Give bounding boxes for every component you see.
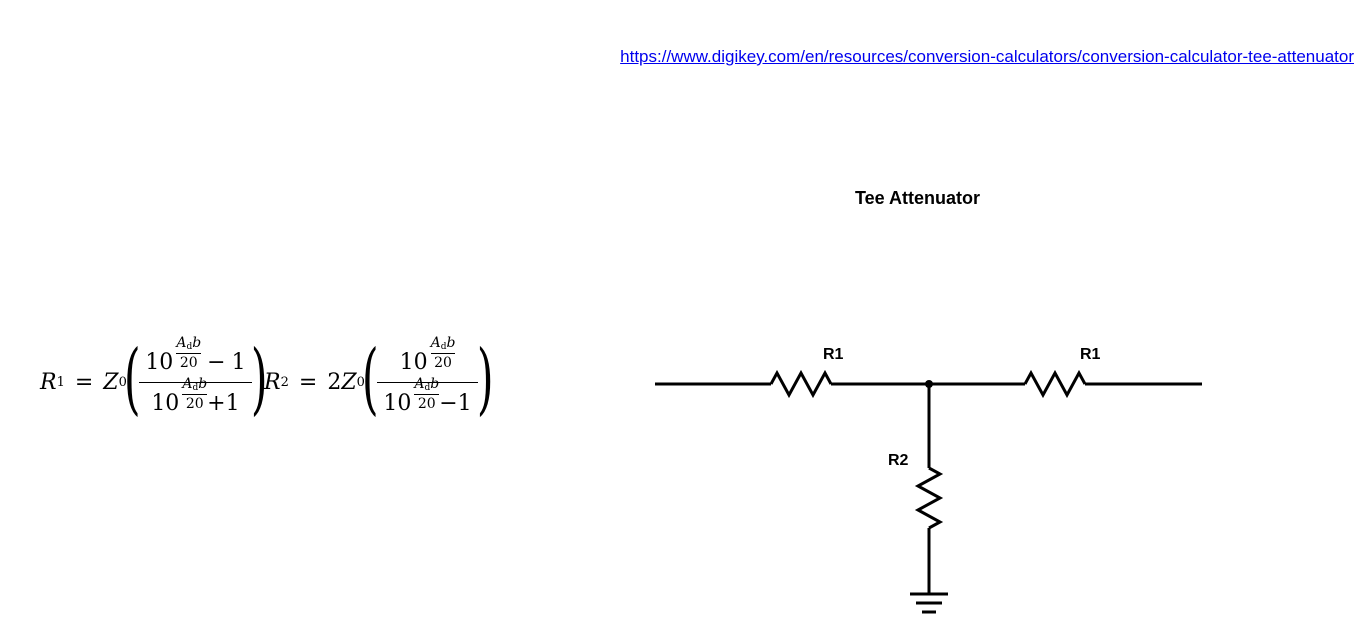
digikey-calculator-link[interactable]: https://www.digikey.com/en/resources/con…	[620, 47, 1354, 66]
r2-label: R2	[888, 452, 909, 469]
left-paren: (	[361, 333, 379, 424]
r1-left-resistor	[769, 369, 833, 399]
right-paren: )	[250, 333, 268, 424]
one: 1	[225, 390, 240, 416]
base-ten: 10	[145, 349, 174, 375]
z-subscript: 0	[356, 375, 365, 390]
r1-numerator: 10 Adb 20 − 1	[139, 335, 251, 382]
r1-fraction: 10 Adb 20 − 1 10 Adb 20 + 1	[139, 335, 252, 423]
coefficient-two: 2	[327, 370, 342, 395]
fraction-bar	[139, 382, 252, 383]
r1-denominator: 10 Adb 20 + 1	[145, 376, 245, 423]
z-subscript: 0	[118, 375, 127, 390]
junction-node	[925, 380, 933, 388]
exponent: Adb 20	[182, 376, 208, 412]
left-paren: (	[123, 333, 141, 424]
r1-right-label: R1	[1080, 346, 1101, 363]
r2-numerator: 10 Adb 20	[394, 335, 462, 382]
one: 1	[231, 349, 246, 375]
r1-right-resistor	[1023, 369, 1087, 399]
base-ten: 10	[383, 390, 412, 416]
z-symbol: Z	[341, 370, 357, 395]
r2-denominator: 10 Adb 20 − 1	[377, 376, 477, 423]
fraction-bar	[377, 382, 478, 383]
diagram-title: Tee Attenuator	[855, 188, 981, 208]
r1-symbol: R	[40, 370, 57, 395]
exponent: Adb 20	[430, 335, 456, 371]
base-ten: 10	[399, 349, 428, 375]
plus-sign: +	[207, 390, 226, 416]
minus-sign: −	[439, 390, 458, 416]
ground-icon	[910, 592, 948, 614]
r2-resistor	[914, 466, 944, 530]
base-ten: 10	[151, 390, 180, 416]
exponent: Adb 20	[414, 376, 440, 412]
equals-sign: =	[74, 370, 94, 395]
r2-symbol: R	[264, 370, 281, 395]
z-symbol: Z	[103, 370, 119, 395]
one: 1	[457, 390, 472, 416]
minus-sign: −	[207, 349, 226, 375]
exponent: Adb 20	[176, 335, 202, 371]
r2-fraction: 10 Adb 20 10 Adb 20 − 1	[377, 335, 478, 423]
equals-sign: =	[298, 370, 318, 395]
r1-subscript: 1	[56, 375, 65, 390]
right-paren: )	[476, 333, 494, 424]
r1-left-label: R1	[823, 346, 844, 363]
r2-subscript: 2	[280, 375, 289, 390]
